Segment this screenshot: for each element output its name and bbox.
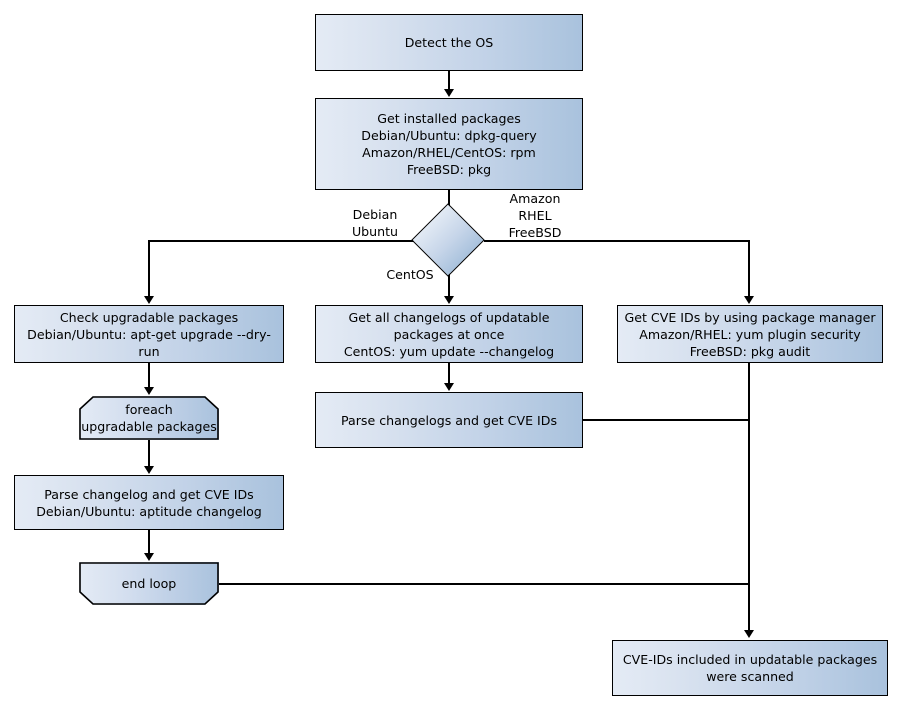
node-parse-changelogs-centos[interactable]: Parse changelogs and get CVE IDs [315, 392, 583, 448]
arrowhead-to-endloop [144, 553, 154, 561]
node-get-cve-ids-pkgmgr-label: Get CVE IDs by using package manager Ama… [624, 309, 876, 359]
node-end-loop-outline [79, 562, 219, 605]
node-get-installed-packages-label: Get installed packages Debian/Ubuntu: dp… [361, 111, 537, 177]
node-end-loop[interactable]: end loop [79, 562, 219, 605]
node-foreach-outline [79, 396, 219, 440]
node-parse-changelog-debian[interactable]: Parse changelog and get CVE IDs Debian/U… [14, 475, 284, 530]
arrowhead-to-foreach [144, 387, 154, 395]
node-parse-changelog-debian-label: Parse changelog and get CVE IDs Debian/U… [36, 486, 262, 519]
edge-decision-left-vertical [148, 240, 150, 297]
node-foreach-fill [79, 396, 219, 440]
node-parse-changelogs-centos-label: Parse changelogs and get CVE IDs [340, 412, 558, 428]
node-foreach-loop-start-label: foreach upgradable packages [81, 402, 217, 434]
arrowhead-to-get-all-changelogs [444, 296, 454, 304]
node-check-upgradable-label: Check upgradable packages Debian/Ubuntu:… [27, 309, 271, 359]
edge-decision-down-vertical [448, 259, 450, 297]
edge-parse-centos-to-trunk [583, 419, 750, 421]
edge-check-to-foreach [148, 363, 150, 389]
node-scanned-result[interactable]: CVE-IDs included in updatable packages w… [612, 640, 888, 696]
edge-label-amazon-rhel-freebsd: Amazon RHEL FreeBSD [508, 191, 562, 240]
node-foreach-loop-start[interactable]: foreach upgradable packages [79, 396, 219, 440]
edge-endloop-to-trunk [219, 583, 750, 585]
node-detect-os[interactable]: Detect the OS [315, 14, 583, 71]
arrowhead-to-scanned-result [744, 630, 754, 638]
edge-label-centos: CentOS [386, 267, 434, 282]
node-get-all-changelogs[interactable]: Get all changelogs of updatable packages… [315, 305, 583, 363]
arrowhead-to-parse-changelog [144, 466, 154, 474]
edge-right-trunk [748, 363, 750, 631]
edge-foreach-to-parse [148, 440, 150, 467]
node-check-upgradable[interactable]: Check upgradable packages Debian/Ubuntu:… [14, 305, 284, 363]
edge-decision-right-horizontal [484, 240, 750, 242]
edge-parse-to-endloop [148, 530, 150, 555]
edge-detect-to-packages [448, 71, 450, 90]
node-end-loop-fill [79, 562, 219, 605]
node-detect-os-label: Detect the OS [404, 35, 494, 50]
node-get-cve-ids-pkgmgr[interactable]: Get CVE IDs by using package manager Ama… [617, 305, 883, 363]
edge-decision-left-horizontal [148, 240, 414, 242]
node-scanned-result-label: CVE-IDs included in updatable packages w… [622, 652, 878, 684]
arrowhead-detect-to-packages [444, 89, 454, 97]
edge-label-debian-ubuntu: Debian Ubuntu [351, 207, 399, 239]
node-end-loop-label: end loop [121, 576, 177, 591]
arrowhead-to-check-upgradable [144, 296, 154, 304]
arrowhead-to-get-cve-ids [744, 296, 754, 304]
edge-decision-right-vertical [748, 240, 750, 297]
arrowhead-to-parse-changelogs [444, 383, 454, 391]
edge-changelogs-to-parse [448, 363, 450, 383]
node-get-installed-packages[interactable]: Get installed packages Debian/Ubuntu: dp… [315, 98, 583, 190]
node-get-all-changelogs-label: Get all changelogs of updatable packages… [343, 309, 555, 359]
